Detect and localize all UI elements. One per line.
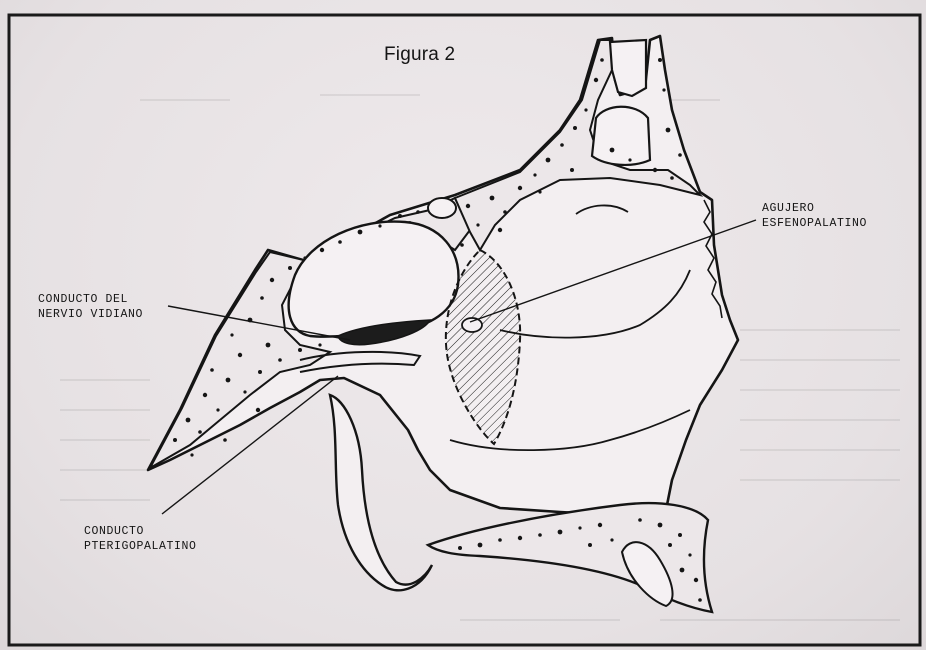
- label-agujero-line1: AGUJERO: [762, 201, 867, 216]
- label-conducto-nervio-vidiano: CONDUCTO DEL NERVIO VIDIANO: [38, 292, 143, 322]
- label-vidiano-line2: NERVIO VIDIANO: [38, 307, 143, 322]
- figure-title: Figura 2: [384, 44, 455, 66]
- label-pterigo-line1: CONDUCTO: [84, 524, 197, 539]
- label-vidiano-line1: CONDUCTO DEL: [38, 292, 143, 307]
- label-conducto-pterigopalatino: CONDUCTO PTERIGOPALATINO: [84, 524, 197, 554]
- label-pterigo-line2: PTERIGOPALATINO: [84, 539, 197, 554]
- sphenopalatine-foramen: [462, 318, 482, 332]
- upper-cell-2: [592, 107, 650, 165]
- sphenoid-sinus-cavity: [289, 222, 459, 337]
- label-agujero-line2: ESFENOPALATINO: [762, 216, 867, 231]
- label-agujero-esfenopalatino: AGUJERO ESFENOPALATINO: [762, 201, 867, 231]
- small-foramen: [428, 198, 456, 218]
